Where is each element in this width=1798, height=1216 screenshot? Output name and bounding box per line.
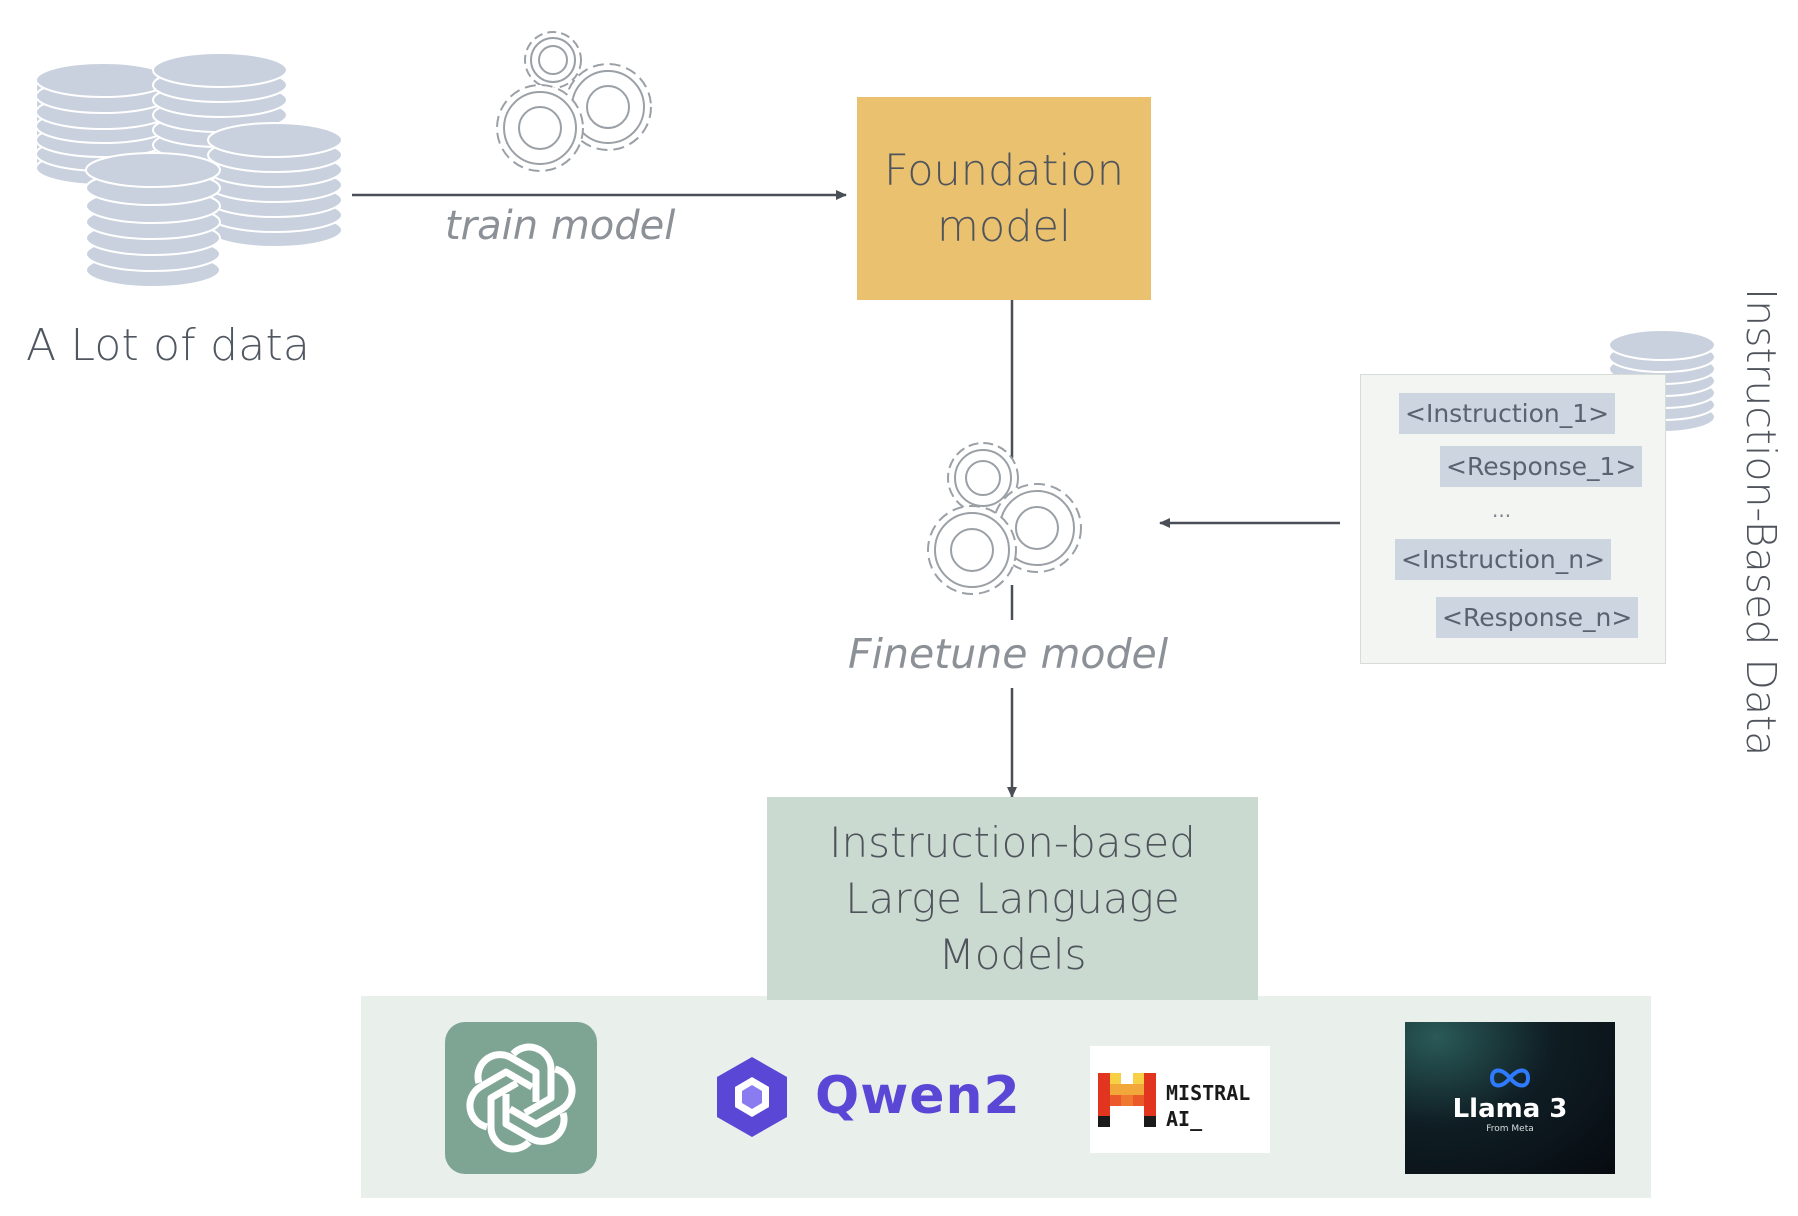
instruction-1-tag: <Instruction_1> <box>1399 393 1616 434</box>
instruction-llm-label: Instruction-based Large Language Models <box>829 817 1196 979</box>
gears-icon <box>927 442 1082 595</box>
gears-icon <box>496 31 652 172</box>
response-n-tag: <Response_n> <box>1436 597 1639 638</box>
foundation-model-label: Foundation model <box>884 145 1125 252</box>
mistral-logo-icon <box>1098 1073 1156 1127</box>
train-model-label: train model <box>445 203 676 249</box>
qwen-logo-icon <box>717 1057 787 1137</box>
data-source-label: A Lot of data <box>26 320 311 371</box>
qwen-logo-text: Qwen2 <box>815 1066 1021 1126</box>
meta-infinity-icon <box>1489 1068 1531 1088</box>
instruction-llm-box: Instruction-based Large Language Models <box>767 797 1258 1000</box>
llama-logo-title: Llama 3 <box>1452 1094 1568 1124</box>
llama-logo-subtitle: From Meta <box>1486 1124 1534 1134</box>
instruction-n-tag: <Instruction_n> <box>1395 539 1612 580</box>
openai-logo <box>445 1022 597 1174</box>
foundation-model-box: Foundation model <box>857 97 1151 300</box>
database-icon <box>85 152 221 288</box>
instruction-data-panel: <Instruction_1> <Response_1> ... <Instru… <box>1360 374 1666 664</box>
openai-logo-icon <box>466 1043 576 1153</box>
database-icon <box>207 122 343 248</box>
ellipsis-text: ... <box>1492 498 1512 522</box>
instruction-data-title: Instruction-Based Data <box>1737 288 1785 757</box>
database-icon <box>35 62 171 186</box>
llama-logo: Llama 3 From Meta <box>1405 1022 1615 1174</box>
qwen-logo: Qwen2 <box>707 1052 1020 1142</box>
response-1-tag: <Response_1> <box>1440 446 1643 487</box>
finetune-model-label: Finetune model <box>848 630 1169 678</box>
